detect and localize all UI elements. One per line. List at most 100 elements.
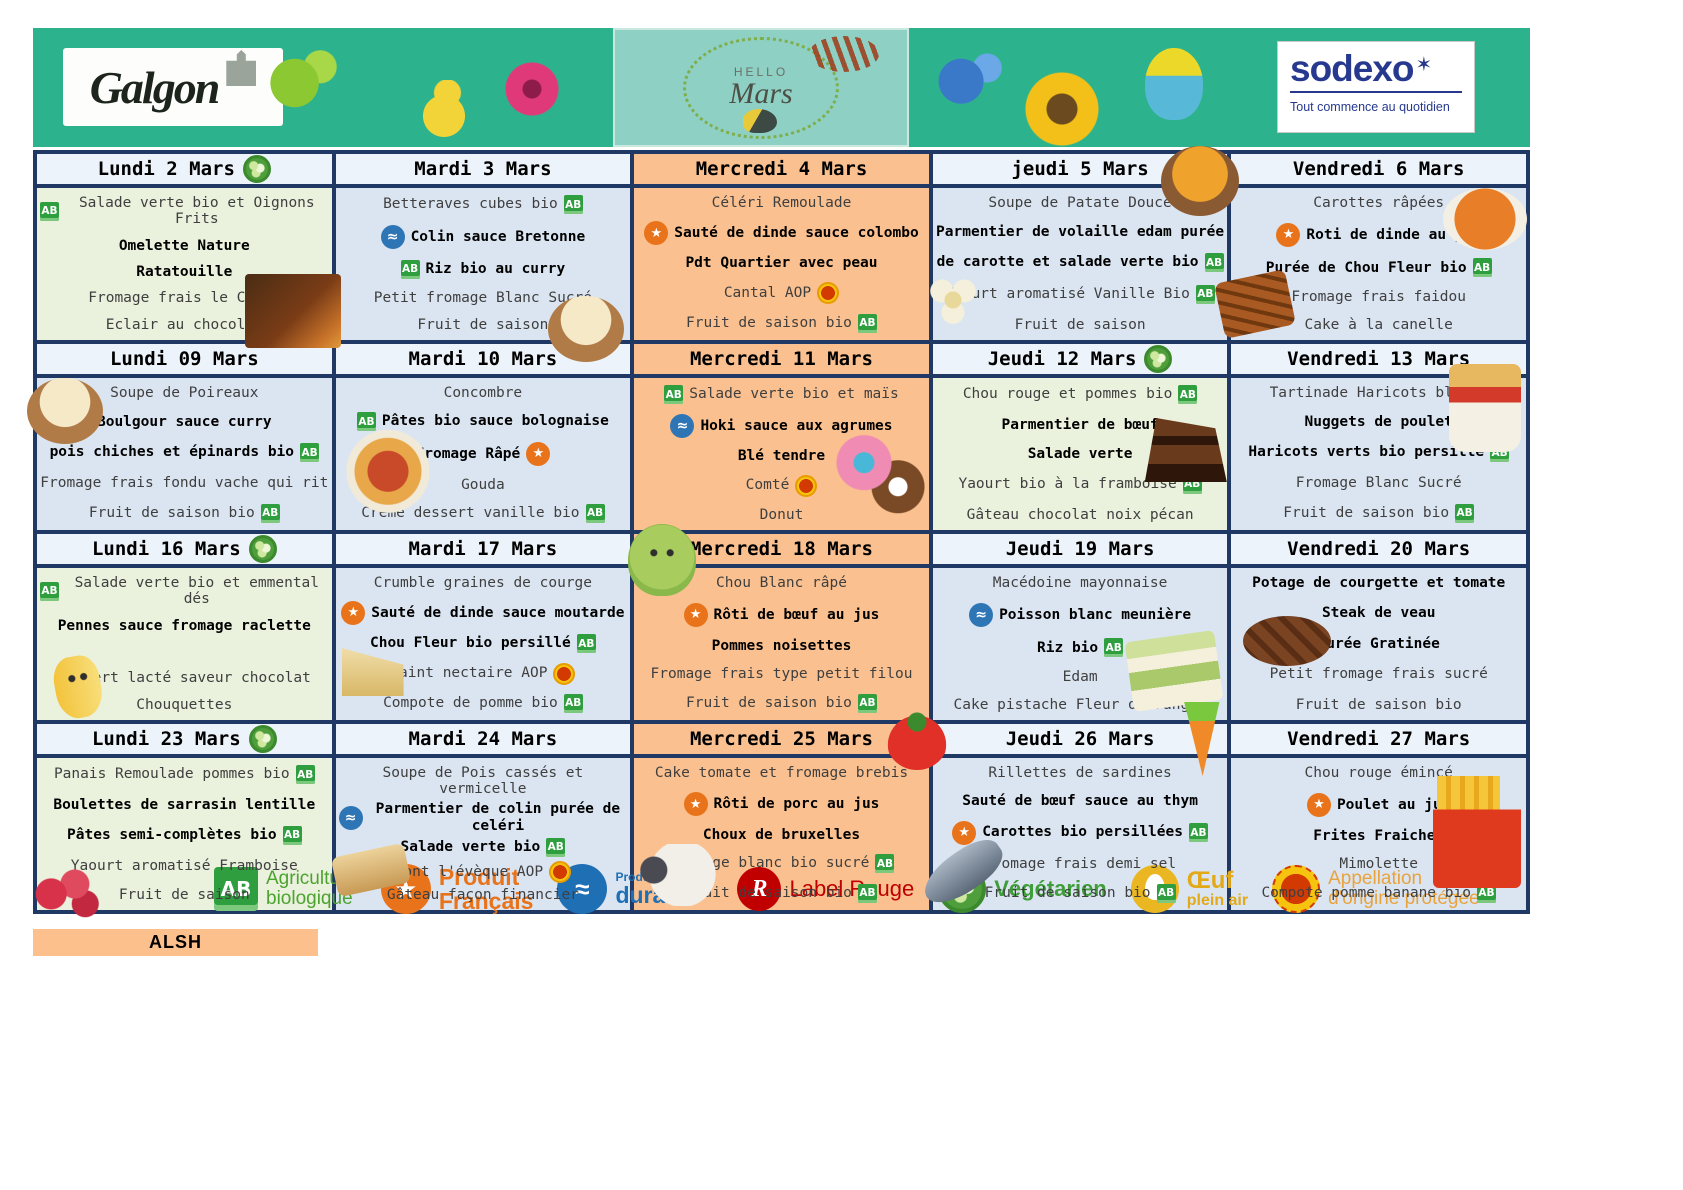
aop-icon <box>817 281 840 304</box>
menu-item-text: Compote de pomme bio <box>383 695 558 712</box>
menu-item-text: Parmentier de colin purée de celéri <box>375 801 621 834</box>
sunflower-icon <box>1021 68 1103 150</box>
red-branch-icon <box>809 36 879 72</box>
yellow-chick-icon <box>415 80 473 138</box>
menu-item: ★Sauté de dinde sauce moutarde <box>339 600 628 625</box>
menu-item-text: Eclair au chocolat <box>105 316 263 333</box>
chocolate-cake-image <box>1144 418 1227 482</box>
menu-item: Chou Blanc râpé <box>637 575 926 591</box>
menu-item-text: Soupe de Patate Douce <box>988 195 1172 211</box>
menu-item: Fruit de saison <box>936 317 1225 333</box>
menu-item-text: Haricots verts bio persillé <box>1248 444 1485 461</box>
menu-item: Parmentier de bœuf <box>936 417 1225 433</box>
menu-item: Eclair au chocolat <box>40 317 329 333</box>
menu-item: Soupe de Patate Douce <box>936 195 1225 211</box>
menu-item: Pennes sauce fromage raclette <box>40 618 329 634</box>
raspberries-image <box>29 862 103 920</box>
vegetarien-icon <box>1144 345 1173 373</box>
ab-icon: AB <box>1455 503 1475 523</box>
menu-item-text: Salade verte bio <box>400 839 541 856</box>
legend-label-line: Appellation <box>1328 868 1423 890</box>
fish-icon: ≈ <box>380 224 405 249</box>
galgon-logo-text: Galgon <box>89 61 221 113</box>
ab-icon: AB <box>546 837 566 857</box>
day-header: Jeudi 19 Mars <box>932 534 1228 564</box>
menu-item: Crumble graines de courge <box>339 575 628 591</box>
ab-icon: AB <box>300 443 320 463</box>
budgie-bird-icon <box>1145 48 1203 120</box>
legend-item-label: Végétarien <box>994 877 1107 900</box>
ab-icon: AB <box>585 503 605 523</box>
menu-item-text: Macédoine mayonnaise <box>992 575 1168 591</box>
menu-item: Fromage frais faidou <box>1234 289 1523 305</box>
small-bird-icon <box>743 109 777 133</box>
day-header: Lundi 23 Mars <box>37 724 332 754</box>
menu-item-text: Petit fromage Blanc Sucré <box>373 289 593 306</box>
ab-icon: AB <box>1156 883 1176 903</box>
menu-item-text: pois chiches et épinards bio <box>49 444 295 461</box>
menu-item-text: Donut <box>759 506 804 523</box>
menu-item-text: Fruit de saison <box>118 886 250 903</box>
menu-item-text: de carotte et salade verte bio <box>936 254 1199 271</box>
french-icon: ★ <box>1276 222 1301 247</box>
ab-icon: AB <box>1472 258 1492 278</box>
menu-item: Fromage Blanc Sucré <box>1234 475 1523 491</box>
menu-item-text: Chouquettes <box>136 696 233 713</box>
menu-item: Pommes noisettes <box>637 638 926 654</box>
menu-item-text: Pâtes bio sauce bolognaise <box>381 413 609 430</box>
menu-item-text: Pont l'évèque AOP <box>394 863 544 880</box>
day-header-label: Jeudi 19 Mars <box>1005 538 1155 560</box>
menu-item: Fromage frais le Carré <box>40 290 329 306</box>
menu-item-text: Purée de Chou Fleur bio <box>1265 259 1467 276</box>
menu-item: Edam <box>936 669 1225 685</box>
menu-item-text: Salade verte bio et Oignons Frits <box>78 195 315 228</box>
menu-item-text: Nuggets de poulet <box>1304 414 1453 431</box>
menu-item-text: Sauté de bœuf sauce au thym <box>962 792 1198 809</box>
day-header-label: Vendredi 6 Mars <box>1292 158 1465 180</box>
menu-item-text: Fromage frais le Carré <box>88 290 281 307</box>
menu-item-text: Tartinade Haricots blancs <box>1269 385 1488 401</box>
menu-item-text: Céléri Remoulade <box>711 195 852 211</box>
day-header-label: Lundi 2 Mars <box>97 158 235 180</box>
day-header: Mardi 17 Mars <box>335 534 631 564</box>
menu-item: Gouda <box>339 477 628 493</box>
menu-item: Dessert lacté saveur chocolat <box>40 670 329 686</box>
menu-item-text: Fruit de saison <box>417 316 549 333</box>
menu-item: Mimolette <box>1234 856 1523 872</box>
menu-item-text: Parmentier de volaille edam purée <box>936 224 1225 241</box>
menu-item: Petit fromage frais sucré <box>1234 666 1523 682</box>
menu-item: Petit fromage Blanc Sucré <box>339 290 628 306</box>
ratatouille-photo <box>245 274 341 348</box>
menu-item-text: Pommes noisettes <box>711 638 852 655</box>
sodexo-logo-row: sodexo ✶ <box>1290 50 1462 87</box>
spaghetti-plate-image <box>341 430 434 516</box>
ab-icon: AB <box>563 195 583 214</box>
ab-icon: AB <box>1178 385 1198 404</box>
day-header-label: Jeudi 26 Mars <box>1005 728 1155 750</box>
menu-item: Tartinade Haricots blancs <box>1234 385 1523 401</box>
menu-item-text: Gâteau façon financier <box>386 886 579 903</box>
menu-item: Pont l'évèque AOP <box>339 860 628 883</box>
day-header: Jeudi 12 Mars <box>932 344 1228 374</box>
pink-flower-icon <box>501 58 563 120</box>
menu-item-text: Sauté de dinde sauce moutarde <box>371 604 625 621</box>
legend-item-label: Label Rouge <box>789 877 914 900</box>
menu-item-text: Fruit de saison bio <box>984 885 1151 902</box>
menu-item: Concombre <box>339 385 628 401</box>
legend-label-line: d'origine protégée <box>1328 888 1480 909</box>
menu-item: Fromage frais demi sel <box>936 856 1225 872</box>
